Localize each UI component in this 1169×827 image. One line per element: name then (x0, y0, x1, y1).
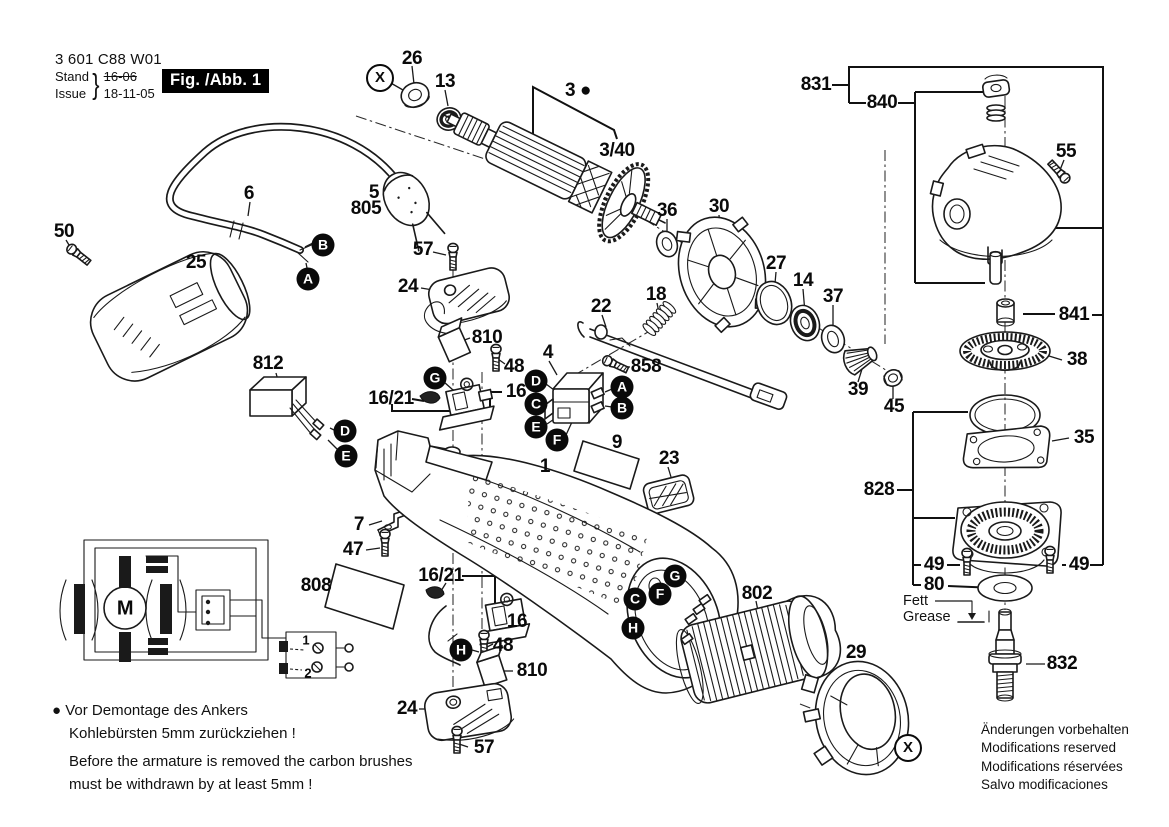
issue-value: 18-11-05 (103, 85, 155, 101)
rear-housing-cover (89, 251, 251, 382)
suppressor-812 (249, 376, 325, 441)
release-lever-22 (577, 321, 788, 411)
carbon-brush-top (423, 301, 472, 363)
switch-block (544, 372, 605, 424)
armature (441, 112, 666, 244)
locating-pin (989, 250, 1002, 285)
mains-plug (382, 171, 446, 252)
footer-line-en: Modifications reserved (981, 740, 1117, 756)
bearing-cap-26 (400, 81, 430, 109)
brace-glyph: } (92, 69, 100, 102)
brush-removal-note: ● Vor Demontage des Ankers Kohlebürsten … (52, 700, 413, 796)
footer-line-de: Änderungen vorbehalten (981, 722, 1129, 737)
title-block: 3 601 C88 W01 Stand Issue } 16-06 18-11-… (55, 51, 162, 103)
ring-27 (755, 280, 793, 326)
note-en-line2: must be withdrawn by at least 5mm ! (69, 775, 313, 793)
pinion-39 (842, 346, 878, 376)
bearing-flange-30 (675, 216, 769, 334)
motor-housing (374, 430, 739, 694)
note-en-line1: Before the armature is removed the carbo… (69, 753, 413, 770)
washer-80 (977, 574, 1033, 602)
grease-symbol (957, 600, 990, 623)
insulating-plate-808 (324, 563, 405, 630)
bevel-gear-38 (959, 331, 1051, 372)
part-number: 3 601 C88 W01 (55, 51, 162, 68)
grease-note-de: Fett (903, 593, 928, 609)
spring-18 (642, 301, 677, 337)
note-de-line2: Kohlebürsten 5mm zurückziehen ! (69, 724, 296, 742)
modifications-footer: Änderungen vorbehalten Modifications res… (981, 721, 1129, 795)
air-baffle-29 (800, 660, 910, 776)
brush-holder-top (438, 377, 495, 431)
stand-label: Stand (55, 69, 89, 84)
washer-37 (820, 324, 846, 354)
gear-housing (929, 143, 1062, 266)
stator-terminals (680, 593, 712, 646)
insulating-plate-9 (573, 440, 640, 490)
note-de-line1: Vor Demontage des Ankers (65, 702, 248, 719)
brush-cover-top (427, 267, 510, 325)
nut-45 (883, 369, 903, 387)
grease-note: Fett Grease (903, 594, 951, 625)
grease-note-en: Grease (903, 608, 951, 625)
issue-label: Issue (55, 85, 87, 101)
brush-cover-bottom (423, 682, 515, 742)
power-cord (165, 122, 402, 263)
bearing-flange-assembly (952, 501, 1062, 574)
figure-label: Fig. /Abb. 1 (162, 69, 270, 93)
stand-value: 16-06 (103, 69, 137, 84)
gasket-35 (962, 425, 1051, 469)
spring-washer-stack (986, 104, 1006, 122)
carbon-brush-bottom (476, 644, 508, 688)
note-bullet: ● (52, 702, 62, 719)
footer-line-fr: Modifications réservées (981, 758, 1123, 774)
brush-lead-bottom (428, 605, 462, 666)
footer-line-es: Salvo modificaciones (981, 777, 1108, 793)
cap-nut-840 (981, 74, 1011, 98)
spacer-sleeve-841 (996, 298, 1015, 327)
stator (675, 594, 842, 705)
air-deflector-23 (642, 474, 695, 515)
spindle-832 (988, 608, 1022, 702)
bearing-14 (789, 304, 821, 342)
wiring-schematic (59, 539, 354, 679)
